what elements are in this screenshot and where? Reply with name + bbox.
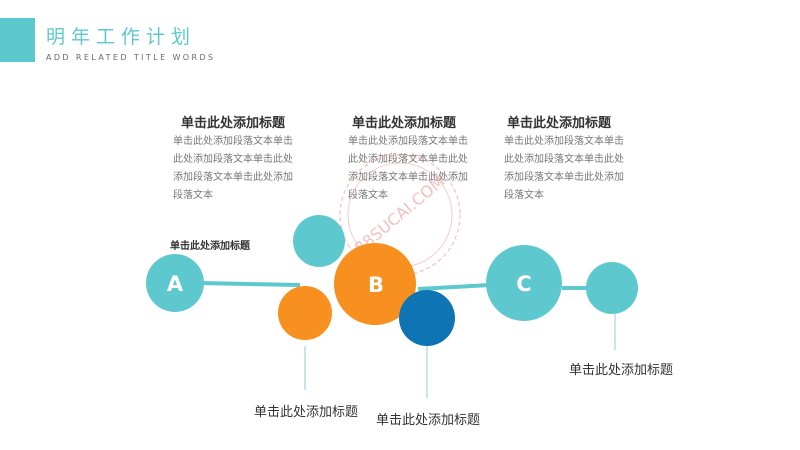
column-1-title: 单击此处添加标题 bbox=[181, 116, 286, 131]
node-a bbox=[146, 254, 204, 312]
orange-label: 单击此处添加标题 bbox=[254, 405, 359, 420]
column-3-title: 单击此处添加标题 bbox=[507, 116, 612, 131]
blue-label: 单击此处添加标题 bbox=[376, 413, 481, 428]
header-accent-block bbox=[0, 18, 35, 62]
small-teal-circle bbox=[293, 215, 345, 267]
column-3-body: 单击此处添加段落文本单击此处添加段落文本单击此处添加段落文本单击此处添加段落文本 bbox=[504, 136, 624, 201]
node-a-letter: A bbox=[167, 272, 184, 296]
small-left-label: 单击此处添加标题 bbox=[170, 241, 250, 252]
connector-a-b bbox=[199, 281, 301, 287]
right-label: 单击此处添加标题 bbox=[569, 363, 674, 378]
column-2-body: 单击此处添加段落文本单击此处添加段落文本单击此处添加段落文本单击此处添加段落文本 bbox=[348, 136, 468, 201]
column-1-body: 单击此处添加段落文本单击此处添加段落文本单击此处添加段落文本单击此处添加段落文本 bbox=[173, 136, 293, 201]
node-c-letter: C bbox=[516, 272, 531, 296]
node-b bbox=[334, 243, 416, 325]
blue-circle bbox=[399, 290, 455, 346]
right-teal-circle bbox=[586, 262, 638, 314]
orange-circle bbox=[278, 286, 332, 340]
page-subtitle: ADD RELATED TITLE WORDS bbox=[46, 53, 216, 62]
node-c bbox=[486, 245, 562, 321]
connector-b-c bbox=[417, 283, 491, 291]
node-b-letter: B bbox=[368, 273, 384, 297]
column-2-title: 单击此处添加标题 bbox=[352, 116, 457, 131]
page-title: 明年工作计划 bbox=[46, 26, 197, 48]
